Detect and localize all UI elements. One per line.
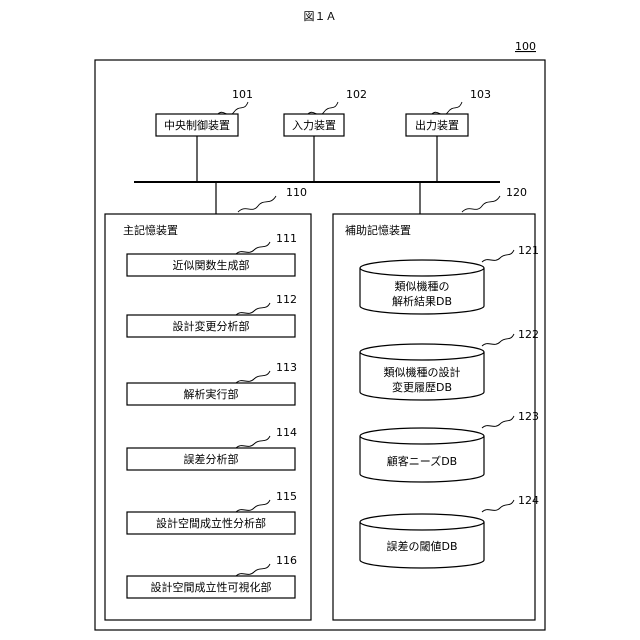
unit-label: 中央制御装置	[164, 118, 230, 132]
db-ref: 124	[518, 494, 539, 507]
module-ref: 112	[276, 293, 297, 306]
system-ref: 100	[515, 40, 536, 53]
module-label: 設計空間成立性分析部	[156, 516, 266, 530]
db-label-line2: 変更履歴DB	[392, 380, 452, 394]
db-ref: 122	[518, 328, 539, 341]
db-label-line1: 類似機種の	[395, 279, 450, 293]
db-cylinder-top	[360, 428, 484, 444]
db-label-line2: 解析結果DB	[392, 294, 452, 308]
module-label: 誤差分析部	[184, 452, 239, 466]
aux-storage: 120 補助記憶装置 121 類似機種の 解析結果DB 122 類似機種の設計 …	[333, 182, 539, 620]
module-ref: 114	[276, 426, 297, 439]
main-storage: 110 主記憶装置 111 近似関数生成部 112 設計変更分析部 113 解析…	[105, 182, 311, 620]
aux-storage-ref: 120	[506, 186, 527, 199]
db-cylinder-top	[360, 344, 484, 360]
unit-ref: 102	[346, 88, 367, 101]
module-label: 近似関数生成部	[173, 258, 250, 272]
db-label-line1: 誤差の閾値DB	[386, 539, 457, 553]
db-ref: 123	[518, 410, 539, 423]
main-storage-label: 主記憶装置	[123, 223, 178, 237]
module-label: 設計空間成立性可視化部	[151, 580, 272, 594]
module-ref: 116	[276, 554, 297, 567]
unit-label: 入力装置	[292, 119, 336, 132]
unit-label: 出力装置	[415, 118, 459, 132]
db-label-line1: 顧客ニーズDB	[387, 454, 457, 468]
db-cylinder-top	[360, 260, 484, 276]
db-cylinder-top	[360, 514, 484, 530]
aux-storage-label: 補助記憶装置	[345, 223, 411, 237]
db-label-line1: 類似機種の設計	[384, 365, 461, 379]
module-label: 設計変更分析部	[173, 319, 250, 333]
module-ref: 113	[276, 361, 297, 374]
module-label: 解析実行部	[184, 387, 239, 401]
unit-ref: 101	[232, 88, 253, 101]
module-ref: 111	[276, 232, 297, 245]
module-ref: 115	[276, 490, 297, 503]
main-storage-ref: 110	[286, 186, 307, 199]
db-ref: 121	[518, 244, 539, 257]
figure-title: 図１Ａ	[304, 10, 337, 23]
unit-ref: 103	[470, 88, 491, 101]
